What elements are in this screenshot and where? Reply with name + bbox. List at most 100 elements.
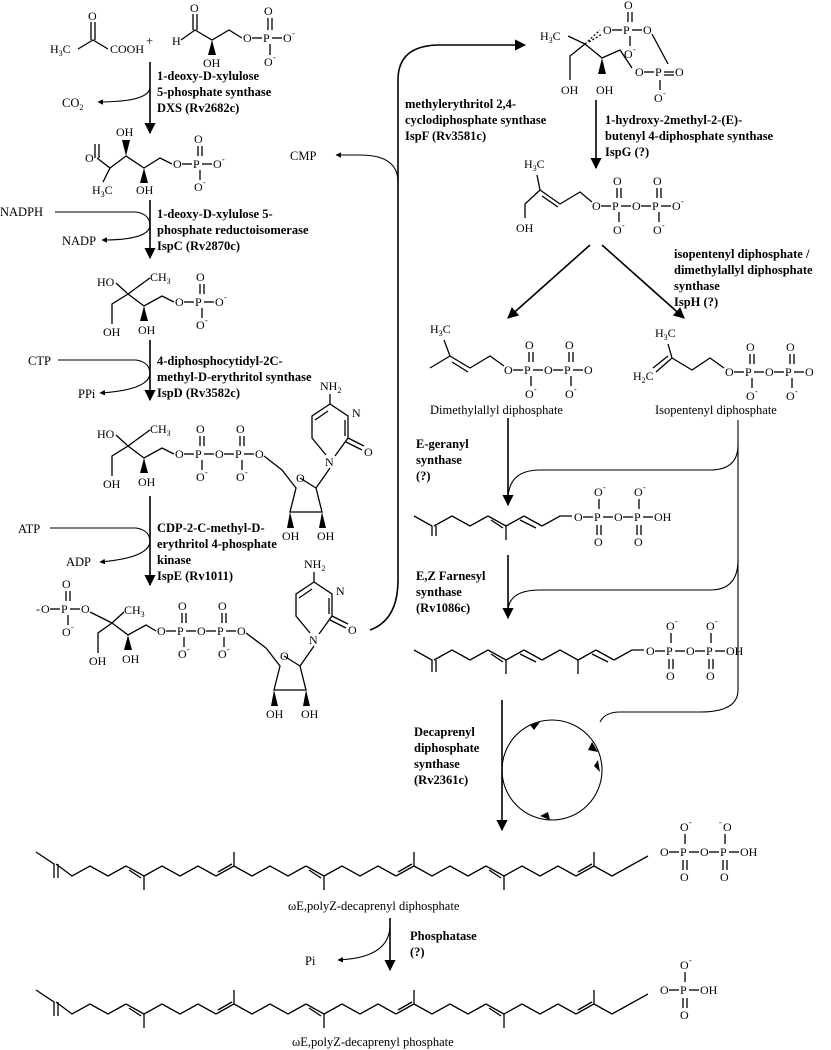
svg-text:O: O (594, 535, 603, 549)
svg-text:O: O (264, 4, 273, 18)
ipp-name: Isopentenyl diphosphate (655, 403, 777, 417)
svg-text:O: O (178, 647, 187, 661)
svg-text:OH: OH (203, 56, 221, 70)
svg-text:NH2: NH2 (320, 379, 341, 395)
svg-text:O: O (680, 820, 689, 834)
svg-text:O: O (613, 223, 622, 237)
elongation-cycle (501, 719, 603, 821)
dxs-enzyme-label: 1-deoxy-D-xylulose 5-phosphate synthase … (157, 69, 272, 115)
ispd-enzyme-label: 4-diphosphocytidyl-2C- methyl-D-erythrit… (157, 354, 312, 400)
svg-text:E-geranyl: E-geranyl (416, 437, 469, 451)
svg-text:P: P (634, 510, 641, 524)
svg-text:P: P (564, 363, 571, 377)
svg-text:-: - (36, 602, 40, 616)
svg-text:O: O (700, 845, 709, 859)
svg-text:phosphate reductoisomerase: phosphate reductoisomerase (157, 223, 309, 237)
svg-text:OH: OH (740, 845, 758, 859)
svg-text:-: - (755, 387, 758, 396)
svg-text:O: O (574, 510, 583, 524)
svg-text:IspF (Rv3581c): IspF (Rv3581c) (405, 129, 486, 143)
svg-text:H3C: H3C (92, 183, 113, 199)
svg-text:O: O (624, 0, 633, 12)
svg-text:-: - (534, 385, 537, 394)
svg-text:P: P (195, 447, 202, 461)
svg-text:O: O (660, 983, 669, 997)
cdp-methylerythritol-phosphate-structure: - O P O O - O CH3 OH OH O P O O - O P O … (36, 557, 357, 721)
svg-text:O: O (348, 623, 357, 637)
pi-label: Pi (305, 954, 316, 968)
svg-text:OH: OH (122, 652, 140, 666)
svg-text:O: O (525, 338, 534, 352)
svg-text:O: O (720, 870, 729, 884)
isph-ipp-arrow (601, 244, 685, 319)
svg-text:-: - (292, 29, 295, 38)
svg-text:O: O (594, 485, 603, 499)
svg-text:-: - (273, 53, 276, 62)
farnesyl-enzyme-label: E,Z Farnesyl synthase (Rv1086c) (416, 569, 486, 615)
svg-text:synthase: synthase (416, 585, 462, 599)
svg-text:O: O (680, 1008, 689, 1022)
dmapp-structure: H3C O P O O - O P O O - O (429, 322, 593, 401)
svg-text:OH: OH (301, 707, 319, 721)
svg-text:OH: OH (138, 323, 156, 337)
svg-text:P: P (61, 602, 68, 616)
svg-text:-: - (675, 617, 678, 626)
farnesyl-diphosphate-structure: O P O - O O P O - O OH (413, 617, 744, 683)
svg-text:O: O (236, 422, 245, 436)
svg-text:Decaprenyl: Decaprenyl (414, 725, 475, 739)
svg-text:isopentenyl diphosphate /: isopentenyl diphosphate / (674, 247, 810, 261)
svg-text:O: O (175, 447, 184, 461)
svg-text:O: O (85, 151, 94, 165)
svg-text:O: O (632, 199, 641, 213)
svg-text:O: O (178, 599, 187, 613)
svg-text:O: O (525, 387, 534, 401)
cmp-release-arrow (335, 152, 399, 183)
svg-text:O: O (173, 157, 182, 171)
svg-text:O: O (81, 602, 90, 616)
svg-text:O: O (196, 270, 205, 284)
svg-text:O: O (805, 365, 814, 379)
co2-label: CO2 (62, 96, 83, 112)
svg-text:-: - (245, 468, 248, 477)
svg-text:P: P (612, 199, 619, 213)
svg-text:O: O (218, 599, 227, 613)
svg-text:CH3: CH3 (150, 422, 171, 438)
svg-text:P: P (263, 31, 270, 45)
svg-text:O: O (746, 340, 755, 354)
svg-text:IspD (Rv3582c): IspD (Rv3582c) (157, 386, 240, 400)
nadp-label: NADP (62, 234, 96, 248)
decaprenyl-diphosphate-name: ωE,polyZ-decaprenyl diphosphate (288, 899, 460, 913)
svg-text:OH: OH (103, 325, 121, 339)
svg-text:cyclodiphosphate synthase: cyclodiphosphate synthase (405, 113, 547, 127)
svg-text:O: O (218, 647, 227, 661)
svg-text:O: O (88, 9, 97, 23)
svg-text:O: O (746, 389, 755, 403)
svg-text:O: O (157, 624, 166, 638)
svg-text:-: - (689, 956, 692, 965)
svg-text:P: P (680, 983, 687, 997)
svg-text:P: P (680, 845, 687, 859)
svg-text:O: O (686, 644, 695, 658)
svg-text:-: - (663, 89, 666, 98)
svg-text:P: P (524, 363, 531, 377)
isph-enzyme-label: isopentenyl diphosphate / dimethylallyl … (674, 247, 813, 309)
svg-text:5-phosphate synthase: 5-phosphate synthase (157, 85, 272, 99)
svg-text:O: O (653, 174, 662, 188)
svg-text:P: P (177, 624, 184, 638)
svg-text:O: O (666, 669, 675, 683)
svg-text:HO: HO (97, 427, 115, 441)
svg-text:O: O (215, 447, 224, 461)
svg-text:O: O (786, 340, 795, 354)
svg-text:-: - (224, 293, 227, 302)
svg-text:P: P (652, 199, 659, 213)
svg-text:OH: OH (282, 529, 300, 543)
svg-text:O: O (643, 23, 652, 37)
svg-text:O: O (634, 535, 643, 549)
svg-text:IspG (?): IspG (?) (605, 145, 649, 159)
svg-text:OH: OH (561, 83, 579, 97)
svg-text:O: O (680, 870, 689, 884)
svg-text:P: P (666, 644, 673, 658)
svg-text:dimethylallyl diphosphate: dimethylallyl diphosphate (674, 263, 813, 277)
svg-text:-: - (795, 387, 798, 396)
